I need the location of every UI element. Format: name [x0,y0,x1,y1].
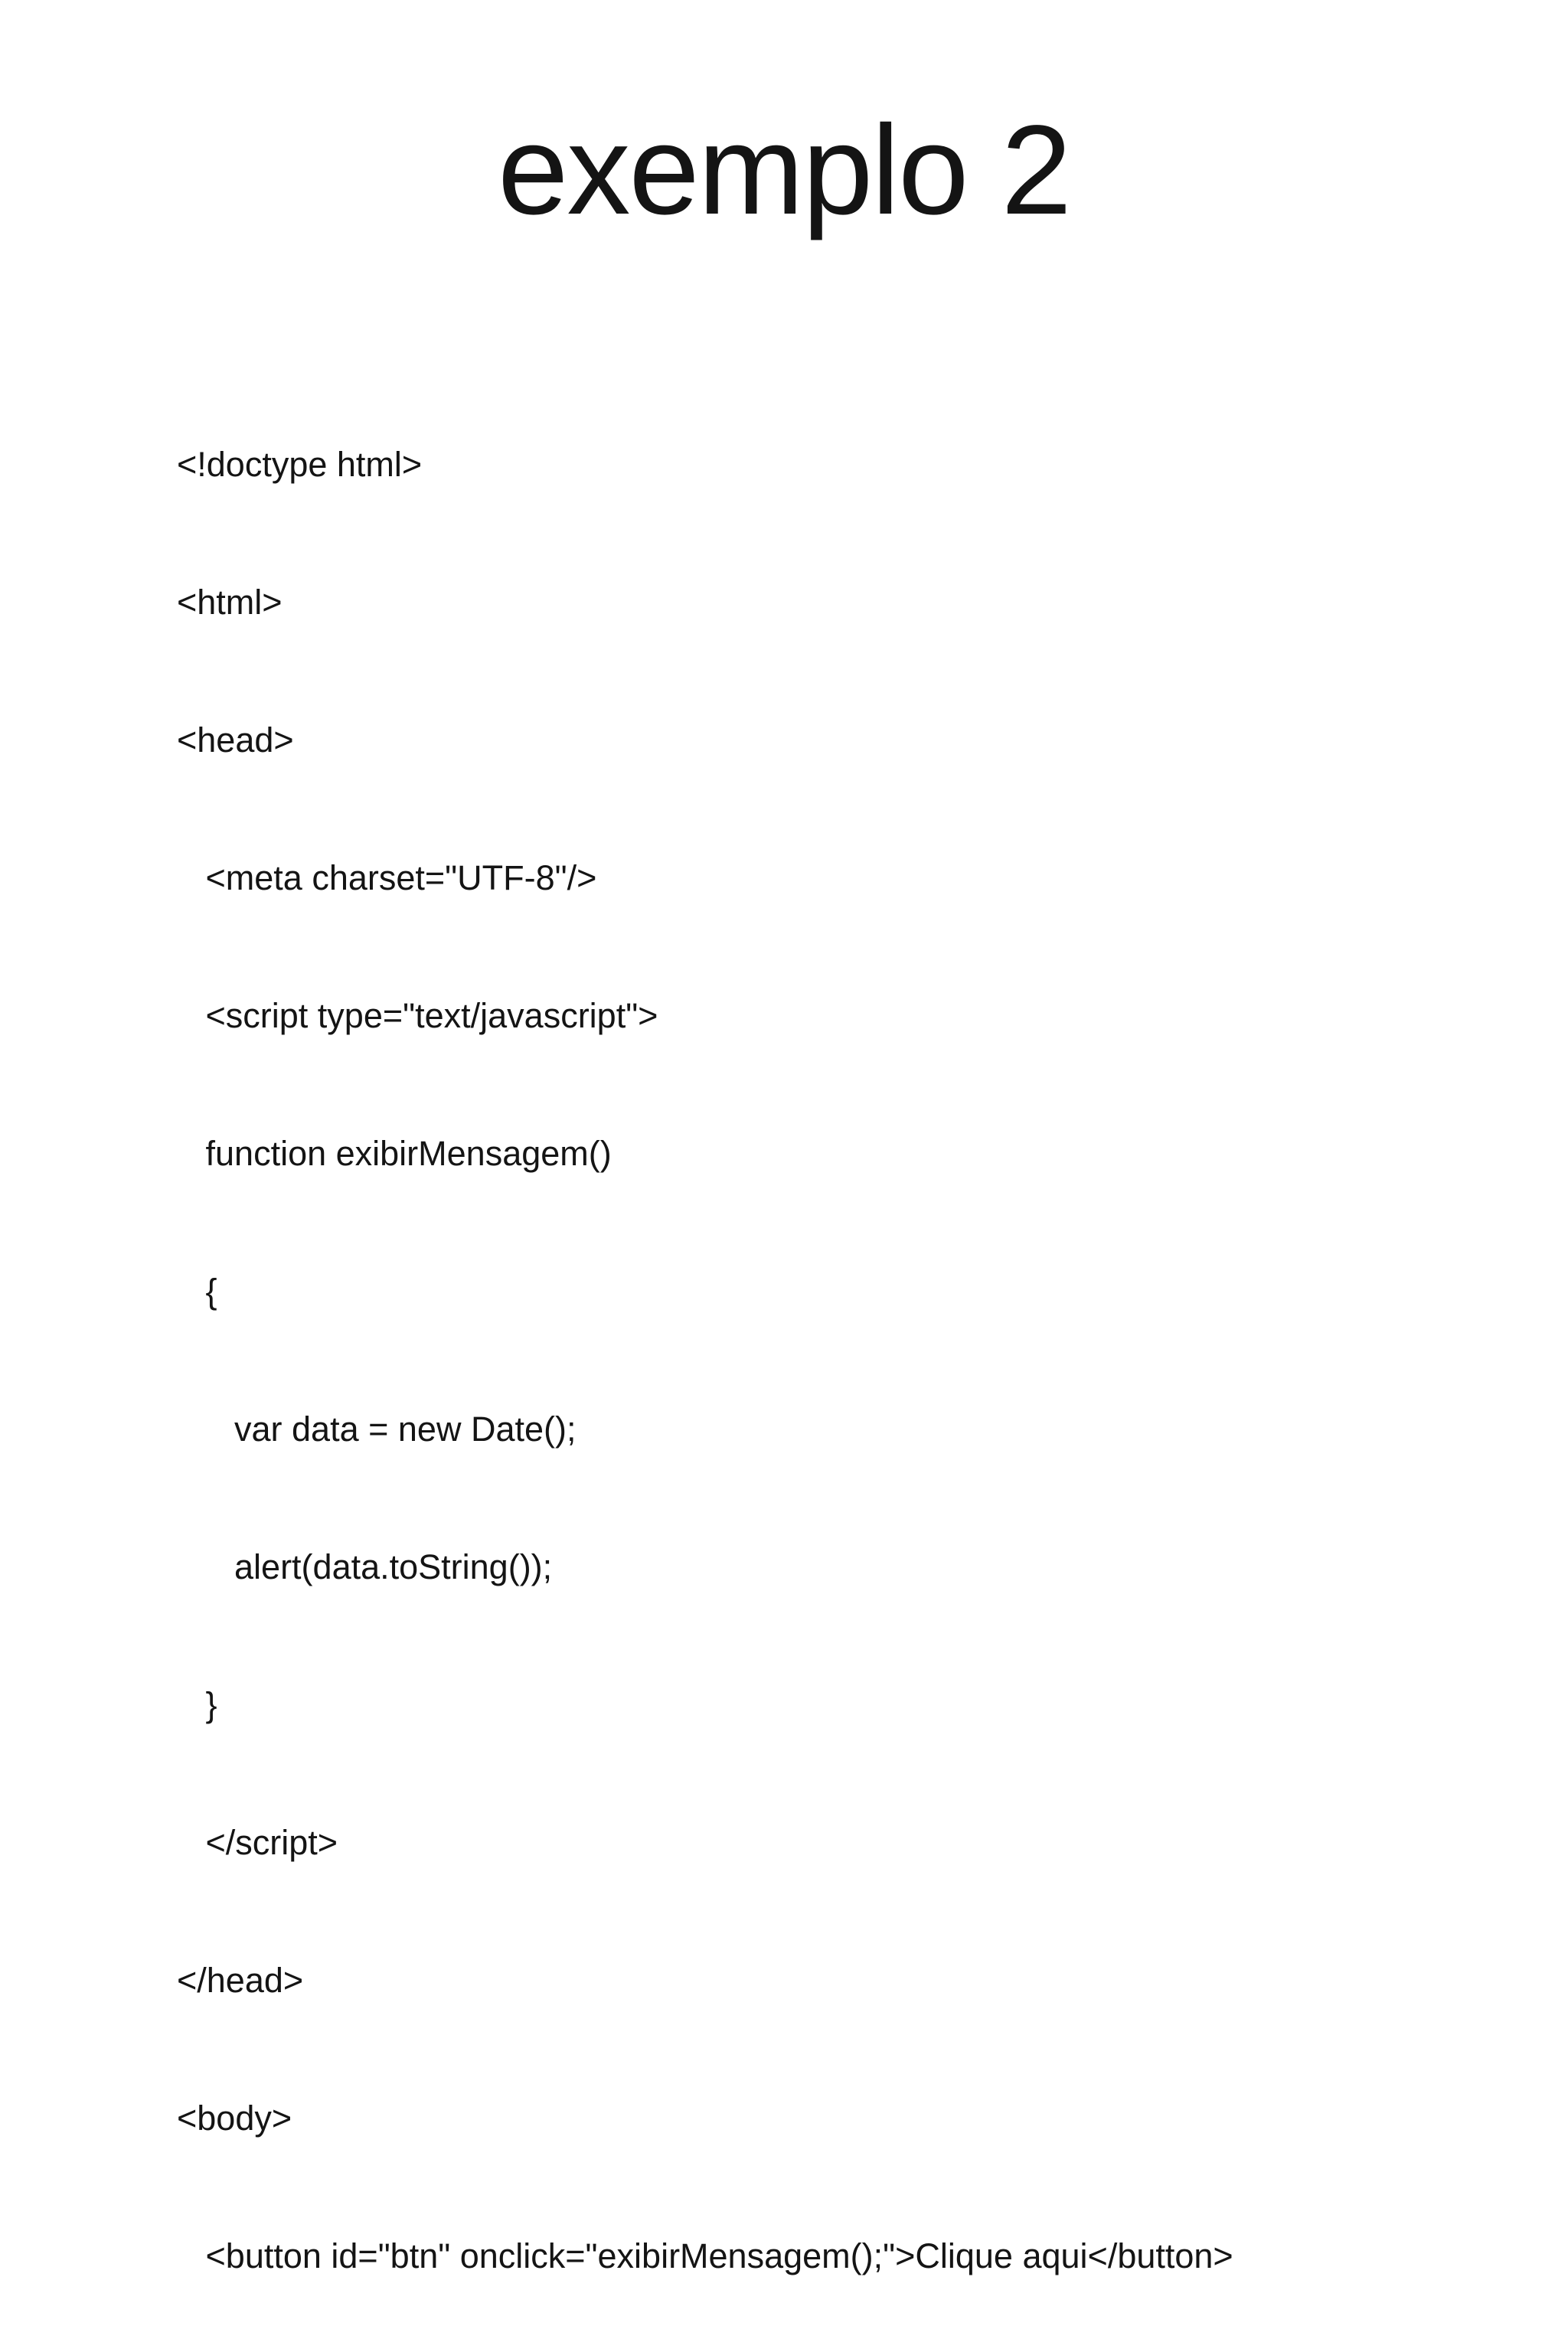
code-line: alert(data.toString()); [177,1547,553,1586]
code-line: <script type="text/javascript"> [177,996,658,1035]
code-line: } [177,1685,217,1724]
code-line: <button id="btn" onclick="exibirMensagem… [177,2236,1233,2275]
code-line: <html> [177,583,283,622]
code-line: <!doctype html> [177,445,423,484]
code-line: </head> [177,1961,304,2000]
slide: exemplo 2 <!doctype html> <html> <head> … [177,100,1233,2275]
code-line: function exibirMensagem() [177,1134,612,1173]
code-line: var data = new Date(); [177,1410,577,1449]
code-line: </script> [177,1823,338,1862]
code-line: { [177,1272,217,1311]
code-block: <!doctype html> <html> <head> <meta char… [177,350,1233,2352]
slide-title: exemplo 2 [498,100,1072,241]
code-line: <head> [177,720,294,760]
code-line: <meta charset="UTF-8"/> [177,858,597,897]
code-line: <body> [177,2099,292,2138]
